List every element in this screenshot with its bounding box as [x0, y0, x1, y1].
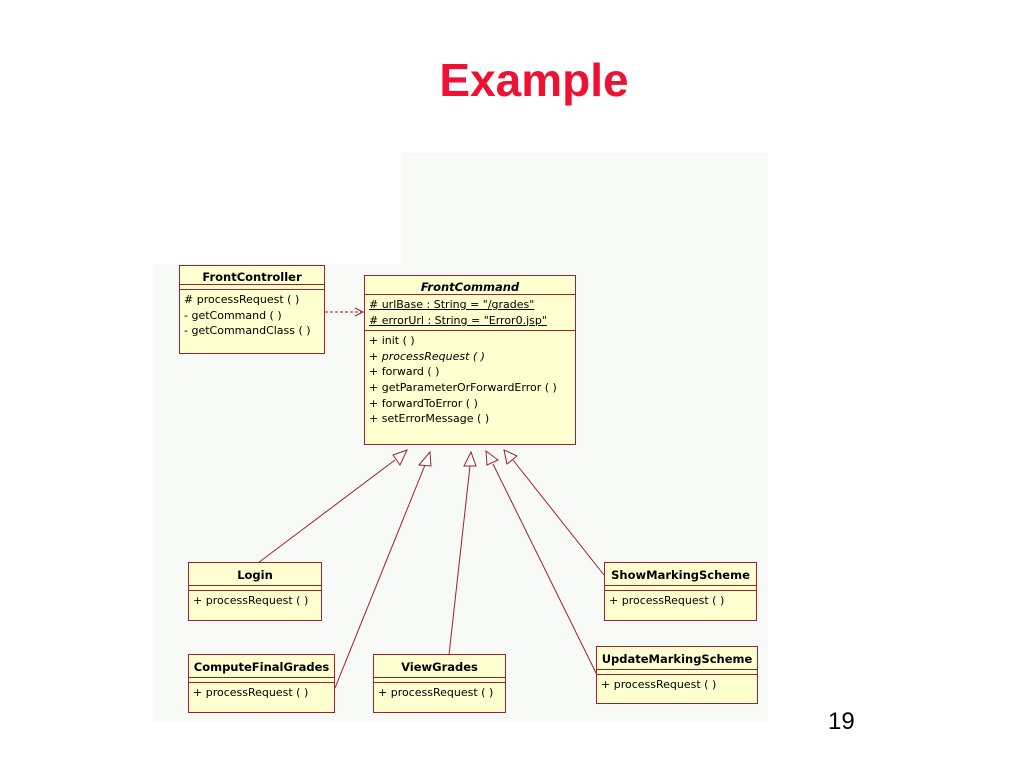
class-name: ComputeFinalGrades	[189, 655, 334, 678]
class-update-marking-scheme: UpdateMarkingScheme + processRequest ( )	[596, 646, 758, 704]
inheritance-arrow-view-grades	[463, 450, 477, 467]
inheritance-arrow-show-marking-scheme	[503, 449, 518, 465]
class-name: ViewGrades	[374, 655, 505, 678]
class-front-controller: FrontController # processRequest ( ) - g…	[179, 265, 325, 354]
inheritance-line-show-marking-scheme	[512, 459, 605, 576]
class-operations: + init ( ) + processRequest ( ) + forwar…	[365, 331, 575, 429]
page-number: 19	[828, 708, 855, 735]
class-name: FrontController	[180, 266, 324, 285]
operation: + processRequest ( )	[369, 349, 485, 363]
operation: + init ( )	[369, 334, 415, 348]
class-name: UpdateMarkingScheme	[597, 647, 757, 670]
inheritance-arrow-update-marking-scheme	[485, 449, 499, 466]
attribute: # urlBase : String = "/grades"	[369, 298, 535, 311]
class-front-command: FrontCommand # urlBase : String = "/grad…	[364, 275, 576, 445]
operation: + forward ( )	[369, 365, 440, 379]
class-show-marking-scheme: ShowMarkingScheme + processRequest ( )	[604, 562, 757, 621]
inheritance-line-update-marking-scheme	[492, 463, 598, 676]
class-compute-final-grades: ComputeFinalGrades + processRequest ( )	[188, 654, 335, 713]
class-name: FrontCommand	[365, 276, 575, 295]
class-operations: # processRequest ( ) - getCommand ( ) - …	[180, 290, 324, 341]
inheritance-line-view-grades	[448, 465, 471, 656]
operation: + processRequest ( )	[193, 686, 309, 699]
inheritance-line-login	[257, 459, 396, 564]
operation: + setErrorMessage ( )	[369, 412, 490, 426]
operation: + processRequest ( )	[378, 686, 494, 699]
class-attributes-empty	[189, 678, 334, 683]
class-operations: + processRequest ( )	[189, 591, 321, 611]
class-login: Login + processRequest ( )	[188, 562, 322, 621]
class-operations: + processRequest ( )	[597, 675, 757, 695]
class-operations: + processRequest ( )	[374, 683, 505, 703]
class-attributes-empty	[597, 670, 757, 675]
operation: + processRequest ( )	[601, 678, 717, 691]
operation: + processRequest ( )	[193, 594, 309, 607]
attribute: # errorUrl : String = "Error0.jsp"	[369, 313, 547, 327]
operation: - getCommandClass ( )	[184, 324, 311, 338]
class-attributes-empty	[180, 285, 324, 290]
diagram-canvas-top	[401, 153, 768, 265]
operation: # processRequest ( )	[184, 293, 300, 306]
inheritance-arrow-login	[392, 449, 408, 466]
inheritance-line-compute-final-grades	[334, 464, 426, 689]
dependency-arrowhead	[354, 307, 365, 317]
class-operations: + processRequest ( )	[605, 591, 756, 611]
operation: - getCommand ( )	[184, 308, 282, 322]
class-attributes-empty	[374, 678, 505, 683]
operation: + processRequest ( )	[609, 594, 725, 607]
class-attributes-empty	[189, 586, 321, 591]
class-operations: + processRequest ( )	[189, 683, 334, 703]
slide-title: Example	[439, 54, 629, 106]
class-attributes: # urlBase : String = "/grades" # errorUr…	[365, 295, 575, 332]
class-view-grades: ViewGrades + processRequest ( )	[373, 654, 506, 713]
class-name: Login	[189, 563, 321, 586]
inheritance-arrow-compute-final-grades	[417, 450, 432, 467]
operation: + forwardToError ( )	[369, 396, 478, 410]
operation: + getParameterOrForwardError ( )	[369, 380, 557, 394]
class-name: ShowMarkingScheme	[605, 563, 756, 586]
class-attributes-empty	[605, 586, 756, 591]
